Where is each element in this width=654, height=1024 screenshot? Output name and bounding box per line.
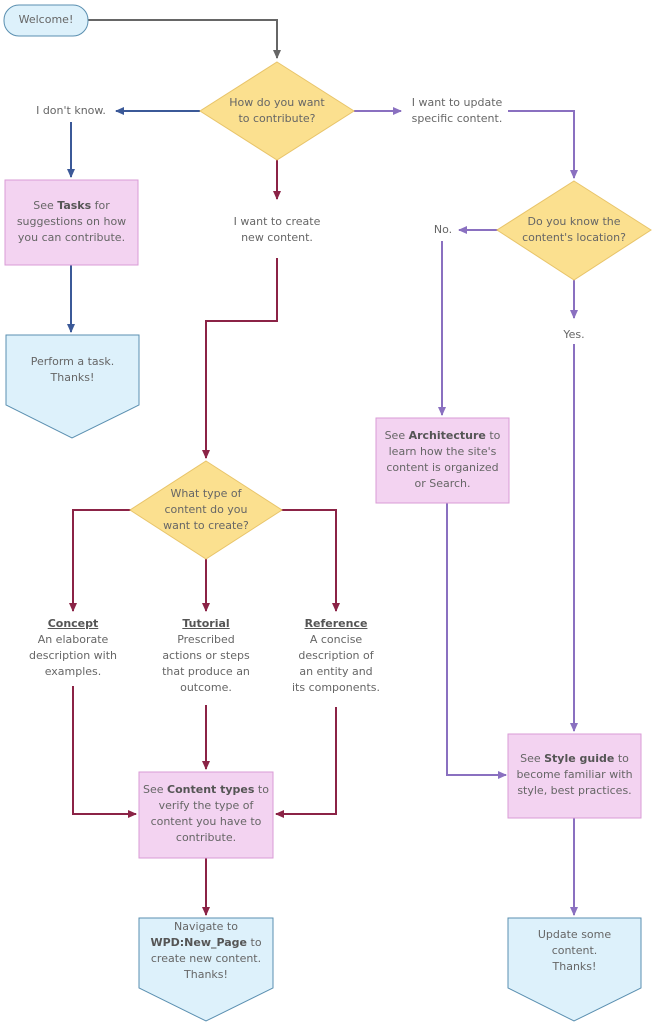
navigate-line-4: Thanks! bbox=[184, 968, 228, 981]
edge-concept-to-content-types bbox=[72, 686, 137, 818]
label-create-new-line-2: new content. bbox=[241, 231, 313, 244]
edge-architecture-to-style-guide bbox=[446, 503, 507, 779]
content-types-text: See Content types to verify the type of … bbox=[139, 782, 273, 846]
new-page-link[interactable]: WPD:New_Page bbox=[150, 936, 248, 949]
navigate-line-1: Navigate to bbox=[174, 920, 238, 933]
concept-line-3: examples. bbox=[44, 665, 102, 678]
edge-reference-to-content-types bbox=[275, 707, 337, 818]
architecture-text: See Architecture to learn how the site's… bbox=[376, 428, 509, 492]
update-content-shape bbox=[507, 917, 642, 1022]
decision-type-line-2: content do you bbox=[164, 503, 248, 516]
decision-type-label: What type of content do you want to crea… bbox=[130, 486, 282, 534]
update-line-3: Thanks! bbox=[552, 960, 597, 973]
tasks-line-1: See Tasks for bbox=[33, 199, 110, 212]
tutorial-line-3: that produce an bbox=[162, 665, 250, 678]
architecture-line-3: content is organized bbox=[386, 461, 499, 474]
style-guide-line-1: See Style guide to bbox=[520, 752, 629, 765]
label-dont-know: I don't know. bbox=[36, 104, 106, 117]
concept-line-1: An elaborate bbox=[37, 633, 109, 646]
label-create-new: I want to create new content. bbox=[217, 214, 337, 246]
architecture-line-4: or Search. bbox=[414, 477, 471, 490]
concept-line-2: description with bbox=[29, 649, 117, 662]
edge-update-label-to-q-location bbox=[508, 110, 578, 179]
edge-welcome-to-q-contribute bbox=[88, 19, 281, 59]
decision-contribute-line-1: How do you want bbox=[229, 96, 325, 109]
concept-text: Concept An elaborate description with ex… bbox=[13, 616, 133, 680]
navigate-shape bbox=[138, 917, 274, 1022]
navigate-line-3: create new content. bbox=[150, 952, 262, 965]
decision-location-label: Do you know the content's location? bbox=[497, 214, 651, 246]
reference-line-2: description of bbox=[298, 649, 374, 662]
perform-line-2: Thanks! bbox=[50, 371, 95, 384]
style-guide-box bbox=[507, 733, 642, 819]
tutorial-title[interactable]: Tutorial bbox=[182, 617, 230, 630]
concept-title[interactable]: Concept bbox=[47, 617, 99, 630]
update-line-1: Update some bbox=[537, 928, 612, 941]
decision-location-line-2: content's location? bbox=[522, 231, 626, 244]
edge-q-type-to-concept bbox=[69, 509, 132, 612]
decision-location-line-1: Do you know the bbox=[527, 215, 621, 228]
tutorial-line-1: Prescribed bbox=[177, 633, 235, 646]
tasks-text: See Tasks for suggestions on how you can… bbox=[5, 198, 138, 246]
navigate-text: Navigate to WPD:New_Page to create new c… bbox=[139, 919, 273, 983]
decision-type-line-1: What type of bbox=[170, 487, 242, 500]
start-label: Welcome! bbox=[18, 13, 74, 26]
label-update-specific-line-1: I want to update bbox=[411, 96, 503, 109]
edge-create-to-q-type bbox=[202, 258, 278, 459]
navigate-line-2: WPD:New_Page to bbox=[150, 936, 262, 949]
reference-title[interactable]: Reference bbox=[304, 617, 368, 630]
label-yes: Yes. bbox=[563, 328, 585, 341]
content-types-line-1: See Content types to bbox=[143, 783, 269, 796]
decision-type-line-3: want to create? bbox=[163, 519, 249, 532]
label-create-new-line-1: I want to create bbox=[233, 215, 321, 228]
perform-text: Perform a task. Thanks! bbox=[6, 354, 139, 386]
decision-location-shape bbox=[496, 180, 652, 281]
content-types-line-4: contribute. bbox=[175, 831, 237, 844]
tasks-line-3: you can contribute. bbox=[17, 231, 126, 244]
label-update-specific-line-2: specific content. bbox=[411, 112, 503, 125]
label-update-specific: I want to update specific content. bbox=[399, 95, 515, 127]
reference-text: Reference A concise description of an en… bbox=[276, 616, 396, 696]
update-text: Update some content. Thanks! bbox=[508, 927, 641, 975]
perform-task-shape bbox=[5, 334, 140, 439]
reference-line-3: an entity and bbox=[299, 665, 373, 678]
decision-contribute-line-2: to contribute? bbox=[238, 112, 316, 125]
tasks-line-2: suggestions on how bbox=[16, 215, 127, 228]
tutorial-line-2: actions or steps bbox=[162, 649, 250, 662]
update-line-2: content. bbox=[551, 944, 598, 957]
label-no: No. bbox=[433, 223, 453, 236]
content-types-box bbox=[138, 771, 274, 859]
start-node bbox=[3, 4, 89, 37]
reference-line-1: A concise bbox=[309, 633, 363, 646]
tutorial-line-4: outcome. bbox=[180, 681, 232, 694]
content-types-line-3: content you have to bbox=[150, 815, 262, 828]
architecture-link[interactable]: Architecture bbox=[408, 429, 486, 442]
tasks-box bbox=[4, 179, 139, 266]
edge-q-type-to-reference bbox=[281, 509, 340, 612]
content-types-link[interactable]: Content types bbox=[167, 783, 255, 796]
architecture-box bbox=[375, 417, 510, 504]
tutorial-text: Tutorial Prescribed actions or steps tha… bbox=[146, 616, 266, 696]
decision-contribute-shape bbox=[199, 61, 355, 161]
architecture-line-1: See Architecture to bbox=[384, 429, 501, 442]
tasks-link[interactable]: Tasks bbox=[57, 199, 92, 212]
style-guide-line-3: style, best practices. bbox=[517, 784, 632, 797]
style-guide-link[interactable]: Style guide bbox=[544, 752, 615, 765]
decision-contribute-label: How do you want to contribute? bbox=[200, 95, 354, 127]
decision-type-shape bbox=[129, 460, 283, 560]
style-guide-line-2: become familiar with bbox=[516, 768, 633, 781]
architecture-line-2: learn how the site's bbox=[388, 445, 497, 458]
perform-line-1: Perform a task. bbox=[30, 355, 115, 368]
content-types-line-2: verify the type of bbox=[158, 799, 254, 812]
reference-line-4: its components. bbox=[291, 681, 381, 694]
style-guide-text: See Style guide to become familiar with … bbox=[508, 751, 641, 799]
